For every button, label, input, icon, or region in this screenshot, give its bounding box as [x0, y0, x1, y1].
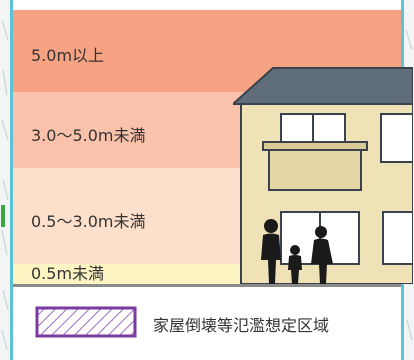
legend: 家屋倒壊等氾濫想定区域	[13, 292, 401, 360]
legend-label: 家屋倒壊等氾濫想定区域	[153, 316, 330, 335]
left-edge-decoration	[0, 0, 10, 360]
depth-band-label: 3.0～5.0m未満	[31, 126, 146, 145]
depth-band-label: 5.0m以上	[31, 46, 105, 65]
ground-line	[13, 284, 401, 287]
depth-band-label: 0.5～3.0m未満	[31, 212, 146, 231]
depth-band-label: 0.5m未満	[31, 264, 105, 283]
flood-depth-panel: 5.0m以上 3.0～5.0m未満 0.5～3.0m未満 0.5m未満	[10, 0, 413, 360]
family-silhouette-icon	[261, 219, 333, 284]
hatched-area-swatch-icon	[35, 306, 137, 338]
